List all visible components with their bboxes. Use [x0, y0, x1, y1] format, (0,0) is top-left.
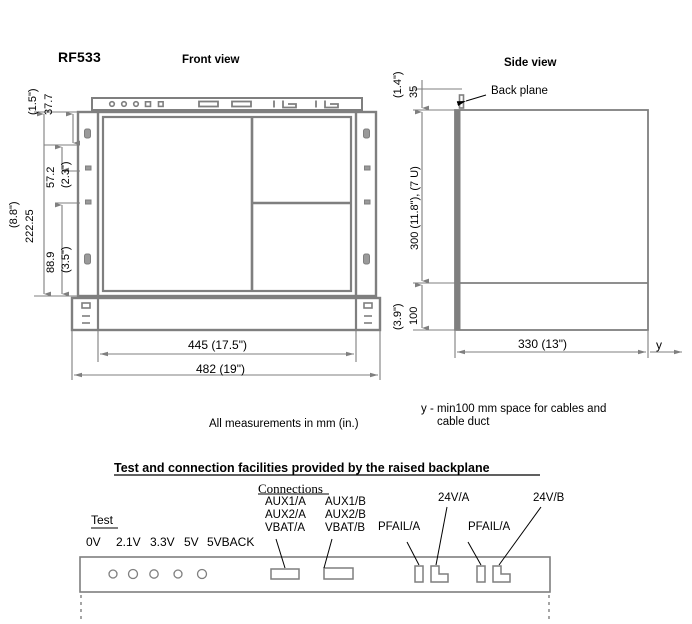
units-note: All measurements in mm (in.) — [209, 418, 359, 430]
connector-a-label-vbat: VBAT/A — [265, 522, 306, 534]
dim-300-7u: 300 (11.8"), (7 U) — [409, 166, 421, 250]
front-view-geometry — [70, 97, 382, 332]
dim-88-9-mm: 88.9 — [45, 251, 57, 273]
side-view-dimension-lines — [413, 80, 682, 358]
front-panel-step-connectors — [273, 100, 339, 109]
dim-width-445: 445 (17.5") — [188, 338, 247, 352]
front-view-title: Front view — [182, 54, 240, 66]
connector-a-label-aux2: AUX2/A — [265, 509, 306, 521]
dim-88-9-inch: (3.5") — [60, 246, 72, 273]
test-point-label-5vback: 5VBACK — [207, 535, 255, 549]
y-dimension-marker: y — [656, 338, 662, 352]
connector-b-label-vbat: VBAT/B — [325, 522, 366, 534]
y-note-line-2: cable duct — [437, 416, 490, 428]
test-point-label-2-1v: 2.1V — [116, 535, 141, 549]
front-view-width-dimensions — [71, 331, 381, 380]
side-view-title: Side view — [504, 57, 557, 69]
connector-a-label-aux1: AUX1/A — [265, 496, 306, 508]
dim-100-inch: (3.9") — [392, 303, 404, 330]
v24-b-label: 24V/B — [533, 492, 565, 504]
right-rack-ear-features — [363, 128, 371, 265]
front-panel-slots — [198, 100, 252, 108]
dim-222-25-inch: (8.8") — [8, 201, 20, 228]
test-group-label: Test — [91, 513, 114, 527]
dim-35-inch: (1.4") — [392, 71, 404, 98]
test-point-label-5v: 5V — [184, 535, 199, 549]
dim-57-2-mm: 57.2 — [45, 166, 57, 188]
connector-b-label-aux2: AUX2/B — [325, 509, 366, 521]
pfail-a-right-label: PFAIL/A — [468, 521, 511, 533]
model-title: RF533 — [58, 49, 102, 65]
v24-a-label: 24V/A — [438, 492, 470, 504]
dim-100-mm: 100 — [408, 306, 420, 325]
back-plane-callout: Back plane — [491, 85, 548, 97]
y-note-line-1: y - min100 mm space for cables and — [421, 403, 607, 415]
front-view-dimension-lines — [34, 111, 80, 297]
aux-vbat-connectors — [270, 567, 354, 580]
backplane-strip-geometry — [79, 556, 551, 620]
connections-group-label: Connections — [258, 481, 323, 496]
dim-depth-330: 330 (13") — [518, 337, 567, 351]
backplane-leader-lines — [275, 506, 542, 569]
dim-222-25-mm: 222.25 — [24, 209, 36, 243]
pfail-24v-connectors — [414, 565, 511, 583]
dim-37-7-mm: 37.7 — [43, 93, 55, 115]
dim-37-7-inch: (1.5") — [27, 88, 39, 115]
dim-35-mm: 35 — [408, 85, 420, 98]
dim-57-2-inch: (2.3") — [60, 161, 72, 188]
left-rack-ear-features — [84, 128, 92, 265]
connector-b-label-aux1: AUX1/B — [325, 496, 366, 508]
plinth-ear-features — [81, 302, 373, 324]
strip-continuation-marks — [80, 595, 550, 620]
side-view-geometry — [454, 94, 649, 331]
test-point-label-3-3v: 3.3V — [150, 535, 175, 549]
test-point-holes — [108, 568, 208, 580]
front-panel-indicators — [108, 100, 164, 108]
back-plane-leader — [456, 94, 487, 106]
dim-width-482: 482 (19") — [196, 362, 245, 376]
pfail-a-left-label: PFAIL/A — [378, 521, 421, 533]
backplane-section-heading: Test and connection facilities provided … — [114, 461, 490, 475]
test-point-label-0v: 0V — [86, 535, 101, 549]
